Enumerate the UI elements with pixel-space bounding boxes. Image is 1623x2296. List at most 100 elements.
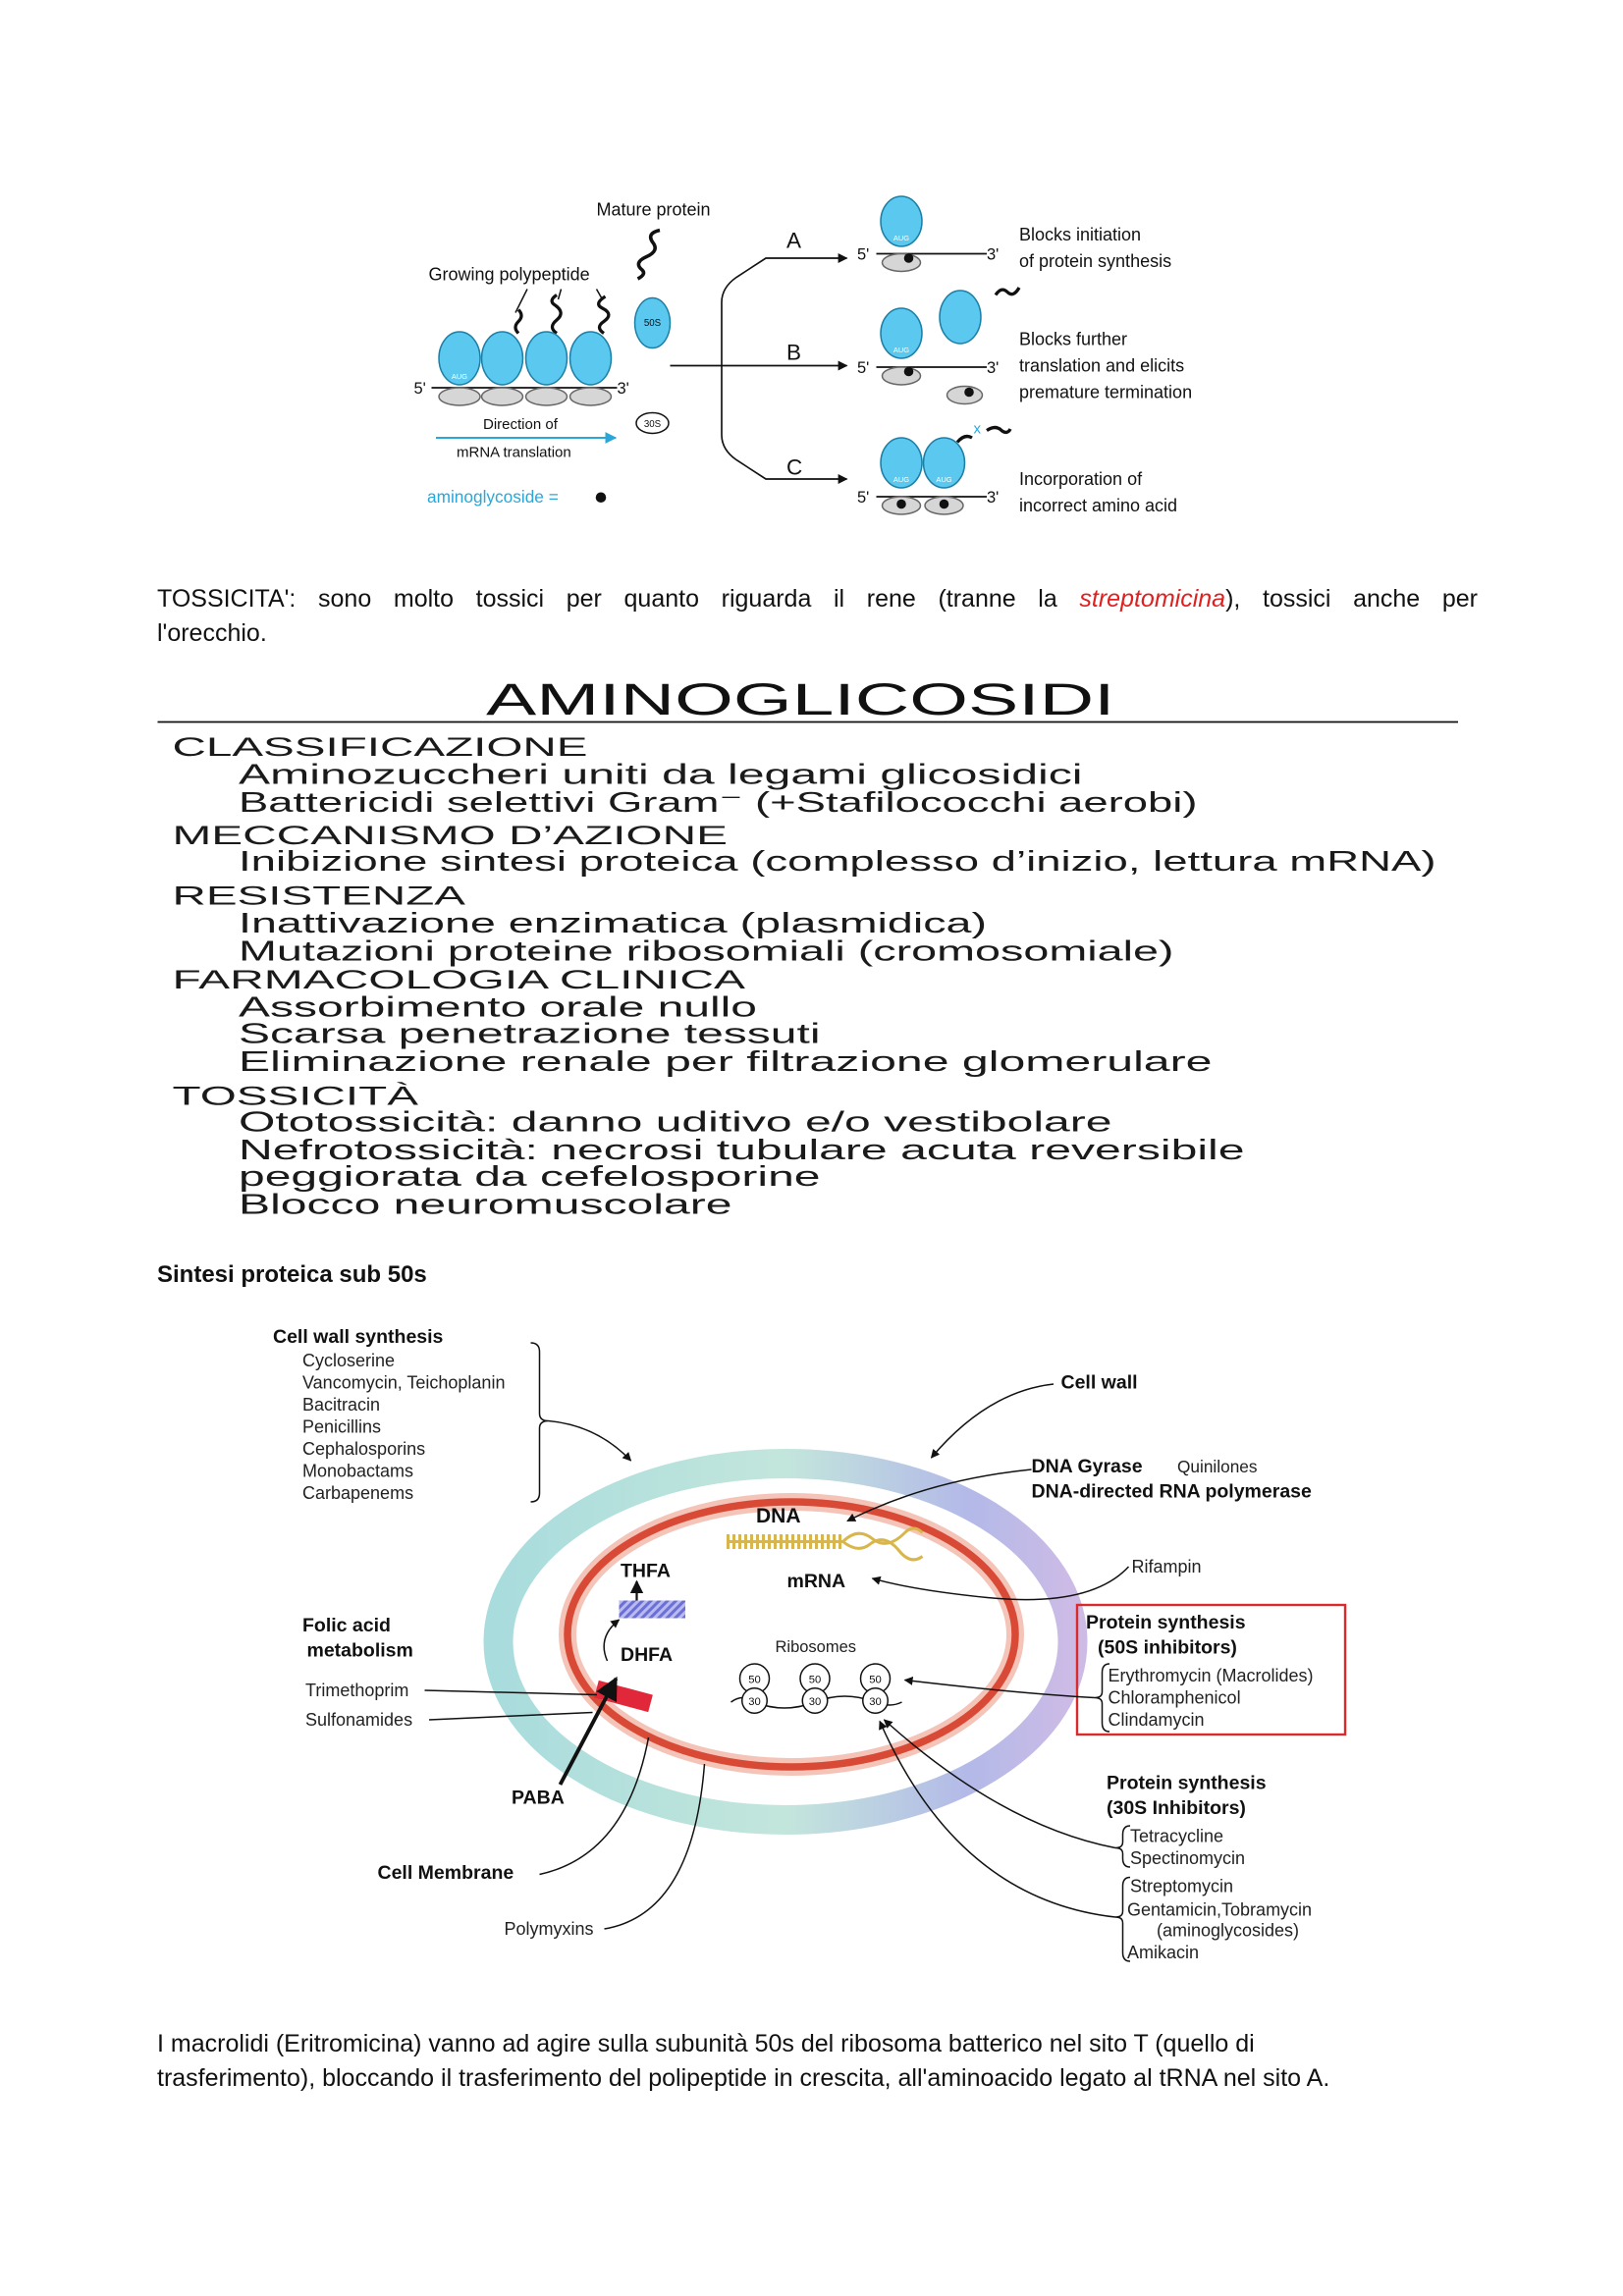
trimethoprim-label: Trimethoprim bbox=[305, 1681, 408, 1700]
branch-arrow-c bbox=[721, 365, 848, 484]
cell-wall-arrow bbox=[547, 1419, 631, 1462]
ribosome-small-subunit bbox=[881, 252, 922, 272]
cell-wall-drug: Vancomycin, Teichoplanin bbox=[302, 1373, 505, 1393]
ribosome-small-subunit bbox=[438, 386, 481, 406]
slide-item: Assorbimento orale nullo bbox=[239, 991, 757, 1023]
branch-b-text-line1: Blocks further bbox=[1019, 329, 1127, 348]
branch-letter-c: C bbox=[786, 454, 802, 479]
cell-wall-label-arrow bbox=[930, 1383, 1054, 1459]
branch-a-text-line1: Blocks initiation bbox=[1019, 225, 1141, 244]
aminoglycoside-mechanism-figure: Mature protein Growing polypeptide 5' 3'… bbox=[414, 194, 1192, 515]
five-prime-label: 5' bbox=[414, 380, 426, 398]
polymyxins-label: Polymyxins bbox=[504, 1919, 593, 1939]
ribosome-30-label: 30 bbox=[808, 1696, 821, 1708]
macrolide-line-2: trasferimento), bloccando il trasferimen… bbox=[157, 2064, 1330, 2092]
inhibitors-30s-title-line1: Protein synthesis bbox=[1107, 1773, 1267, 1794]
ribosome-30-label: 30 bbox=[748, 1696, 761, 1708]
released-chain bbox=[994, 286, 1021, 295]
cell-membrane-line bbox=[538, 1736, 649, 1876]
three-prime-label: 3' bbox=[987, 359, 999, 377]
inhibitor-50s-drug: Clindamycin bbox=[1108, 1710, 1204, 1730]
slide-item: Inattivazione enzimatica (plasmidica) bbox=[239, 908, 987, 939]
inhibitors-30s-arrow bbox=[883, 1719, 1115, 1849]
quinilones-label: Quinilones bbox=[1177, 1457, 1258, 1476]
branch-c-text-line2: incorrect amino acid bbox=[1019, 496, 1177, 515]
sulfonamides-line bbox=[428, 1711, 593, 1721]
aug-label: AUG bbox=[893, 475, 909, 484]
branch-c-text-line1: Incorporation of bbox=[1019, 469, 1143, 489]
branch-b-text-line2: translation and elicits bbox=[1019, 355, 1184, 375]
free-30s-subunit bbox=[946, 385, 984, 404]
aminoglycoside-dot bbox=[595, 492, 607, 503]
cell-wall-label: Cell wall bbox=[1060, 1372, 1137, 1394]
aug-label: AUG bbox=[452, 372, 467, 381]
slide-item: Blocco neuromuscolare bbox=[239, 1189, 732, 1220]
slide-item: Ototossicità: danno uditivo e/o vestibol… bbox=[239, 1106, 1112, 1138]
ribosome-50-label: 50 bbox=[748, 1675, 761, 1686]
mrna-label: mRNA bbox=[786, 1571, 845, 1592]
three-prime-label: 3' bbox=[987, 245, 999, 263]
inhibitor-30s-drug: Streptomycin bbox=[1130, 1877, 1233, 1896]
slide-item: Nefrotossicità: necrosi tubulare acuta r… bbox=[239, 1135, 1245, 1166]
ribosome-small-subunit bbox=[480, 386, 524, 406]
cell-wall-drug: Cycloserine bbox=[302, 1351, 395, 1370]
pointer-line bbox=[557, 288, 563, 299]
slide-heading: RESISTENZA bbox=[173, 881, 466, 910]
polypeptide-chain bbox=[514, 307, 523, 335]
dhfa-label: DHFA bbox=[621, 1644, 673, 1666]
section-heading: Sintesi proteica sub 50s bbox=[157, 1261, 427, 1288]
slide-title: AMINOGLICOSIDI bbox=[486, 674, 1115, 724]
five-prime-label: 5' bbox=[857, 489, 869, 507]
aminoglycoside-dot bbox=[903, 366, 914, 376]
thfa-label: THFA bbox=[621, 1561, 671, 1582]
rifampin-arrow bbox=[871, 1566, 1129, 1601]
pointer-line bbox=[514, 288, 528, 313]
free-50s-subunit bbox=[939, 289, 982, 345]
branch-b-text-line3: premature termination bbox=[1019, 382, 1192, 401]
dna-loose-strands bbox=[840, 1526, 924, 1562]
dhfa-arrow bbox=[603, 1619, 620, 1662]
ribosome-large-subunit bbox=[880, 436, 923, 489]
aug-label: AUG bbox=[893, 346, 909, 354]
mature-protein-label: Mature protein bbox=[597, 199, 711, 219]
aminoglycoside-dot bbox=[896, 499, 906, 508]
inhibitors-30s-arrow bbox=[878, 1720, 1115, 1918]
slide-heading: CLASSIFICAZIONE bbox=[173, 732, 588, 762]
ribosomes-label: Ribosomes bbox=[775, 1638, 856, 1656]
ribosome-large-subunit bbox=[524, 330, 568, 386]
aminoglycoside-dot bbox=[964, 387, 974, 397]
folic-acid-label-line2: metabolism bbox=[306, 1640, 412, 1662]
branch-letter-a: A bbox=[786, 228, 801, 252]
five-prime-label: 5' bbox=[857, 245, 869, 263]
polypeptide-chain bbox=[597, 294, 611, 335]
cell-wall-drug: Monobactams bbox=[302, 1462, 413, 1481]
paba-label: PABA bbox=[512, 1788, 565, 1809]
antibiotic-targets-figure: Cell wall synthesis Cycloserine Vancomyc… bbox=[273, 1326, 1346, 1962]
three-prime-label: 3' bbox=[618, 380, 629, 398]
cell-wall-drug: Penicillins bbox=[302, 1417, 381, 1437]
free-30s-label: 30S bbox=[644, 418, 662, 429]
ribosome-large-subunit bbox=[922, 436, 966, 489]
slide-item: Mutazioni proteine ribosomiali (cromosom… bbox=[239, 935, 1174, 967]
inhibitors-50s-box bbox=[1075, 1603, 1346, 1736]
inhibitor-30s-drug: Amikacin bbox=[1127, 1943, 1199, 1962]
rifampin-label: Rifampin bbox=[1131, 1557, 1201, 1576]
free-30s-subunit bbox=[635, 411, 670, 434]
inhibitors-50s-title-line2: (50S inhibitors) bbox=[1098, 1637, 1237, 1659]
cell-wall-drug: Carbapenems bbox=[302, 1483, 413, 1503]
ribosome-30-subunit bbox=[861, 1687, 889, 1714]
slide-heading: FARMACOLOGIA CLINICA bbox=[173, 965, 746, 994]
dna-label: DNA bbox=[756, 1505, 801, 1527]
cell-membrane-label: Cell Membrane bbox=[377, 1862, 514, 1884]
inhibitor-30s-drug: Gentamicin,Tobramycin bbox=[1127, 1900, 1312, 1920]
aminoglycoside-legend: aminoglycoside = bbox=[427, 487, 559, 507]
toxicity-line-1: TOSSICITA': sono molto tossici per quant… bbox=[157, 582, 1478, 616]
slide-item: peggiorata da cefelosporine bbox=[239, 1161, 821, 1193]
cell-wall-bracket bbox=[529, 1342, 549, 1503]
inhibitor-50s-drug: Erythromycin (Macrolides) bbox=[1108, 1666, 1313, 1685]
inhibitor-30s-drug: Spectinomycin bbox=[1130, 1848, 1245, 1868]
aug-label: AUG bbox=[936, 475, 951, 484]
aminoglycoside-dot bbox=[903, 252, 914, 263]
ribosome-30-subunit bbox=[801, 1687, 828, 1714]
